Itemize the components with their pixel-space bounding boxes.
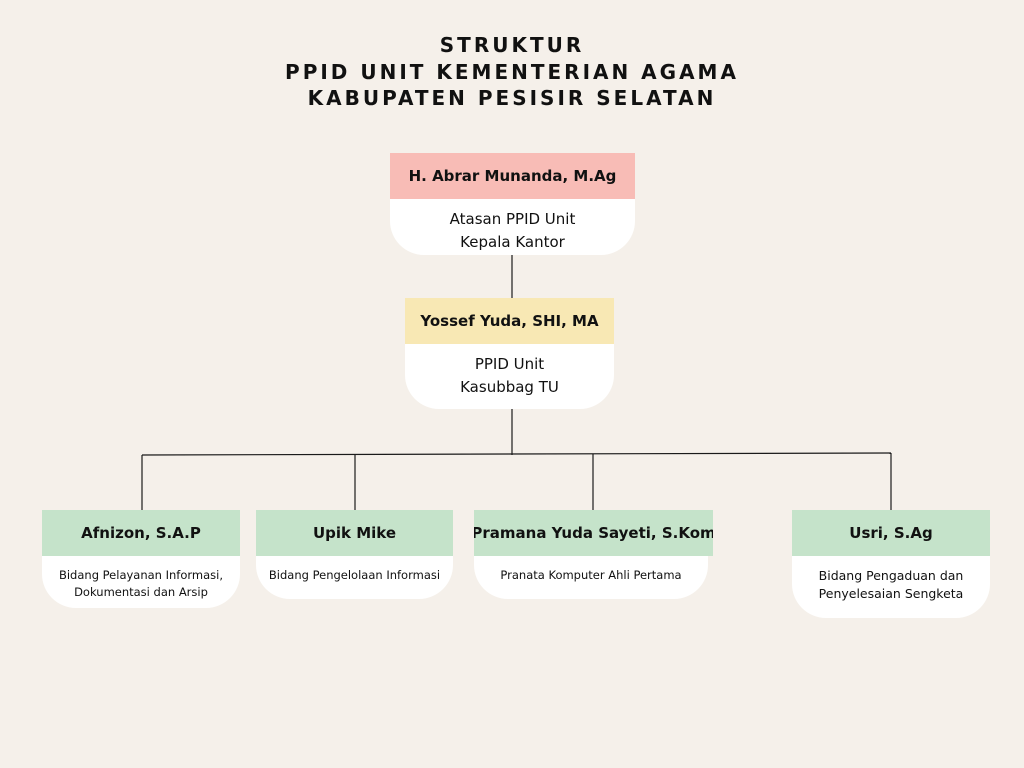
node-atasan-role: Atasan PPID Unit Kepala Kantor: [390, 199, 635, 255]
node-pramana-role: Pranata Komputer Ahli Pertama: [474, 556, 708, 599]
diagram-title: STRUKTUR PPID UNIT KEMENTERIAN AGAMA KAB…: [0, 32, 1024, 112]
node-upik-role: Bidang Pengelolaan Informasi: [256, 556, 453, 599]
title-line-3: KABUPATEN PESISIR SELATAN: [307, 86, 717, 110]
node-usri-role-line1: Bidang Pengaduan dan: [818, 568, 964, 583]
node-afnizon-name: Afnizon, S.A.P: [42, 510, 240, 556]
node-afnizon-role-line2: Dokumentasi dan Arsip: [74, 585, 208, 599]
node-ppid-name: Yossef Yuda, SHI, MA: [405, 298, 614, 344]
node-usri-name: Usri, S.Ag: [792, 510, 990, 556]
node-ppid: Yossef Yuda, SHI, MA PPID Unit Kasubbag …: [405, 298, 614, 409]
node-afnizon: Afnizon, S.A.P Bidang Pelayanan Informas…: [42, 510, 240, 608]
node-atasan-role-line1: Atasan PPID Unit: [449, 210, 576, 228]
node-pramana: Pramana Yuda Sayeti, S.Kom Pranata Kompu…: [474, 510, 713, 599]
node-atasan-role-line2: Kepala Kantor: [460, 233, 565, 251]
node-atasan: H. Abrar Munanda, M.Ag Atasan PPID Unit …: [390, 153, 635, 255]
node-upik: Upik Mike Bidang Pengelolaan Informasi: [256, 510, 453, 599]
node-usri-role-line2: Penyelesaian Sengketa: [818, 586, 964, 601]
node-upik-name: Upik Mike: [256, 510, 453, 556]
node-upik-role-line1: Bidang Pengelolaan Informasi: [268, 568, 441, 582]
node-afnizon-role: Bidang Pelayanan Informasi, Dokumentasi …: [42, 556, 240, 608]
title-line-1: STRUKTUR: [439, 33, 585, 57]
node-ppid-role-line2: Kasubbag TU: [460, 378, 559, 396]
node-usri: Usri, S.Ag Bidang Pengaduan dan Penyeles…: [792, 510, 990, 618]
node-pramana-name: Pramana Yuda Sayeti, S.Kom: [474, 510, 713, 556]
title-line-2: PPID UNIT KEMENTERIAN AGAMA: [285, 59, 739, 84]
node-ppid-role-line1: PPID Unit: [474, 355, 545, 373]
node-usri-role: Bidang Pengaduan dan Penyelesaian Sengke…: [792, 556, 990, 618]
node-ppid-role: PPID Unit Kasubbag TU: [405, 344, 614, 409]
node-afnizon-role-line1: Bidang Pelayanan Informasi,: [58, 568, 224, 582]
node-atasan-name: H. Abrar Munanda, M.Ag: [390, 153, 635, 199]
connector-horizontal-bus: [141, 452, 892, 456]
node-pramana-role-line1: Pranata Komputer Ahli Pertama: [500, 568, 682, 582]
